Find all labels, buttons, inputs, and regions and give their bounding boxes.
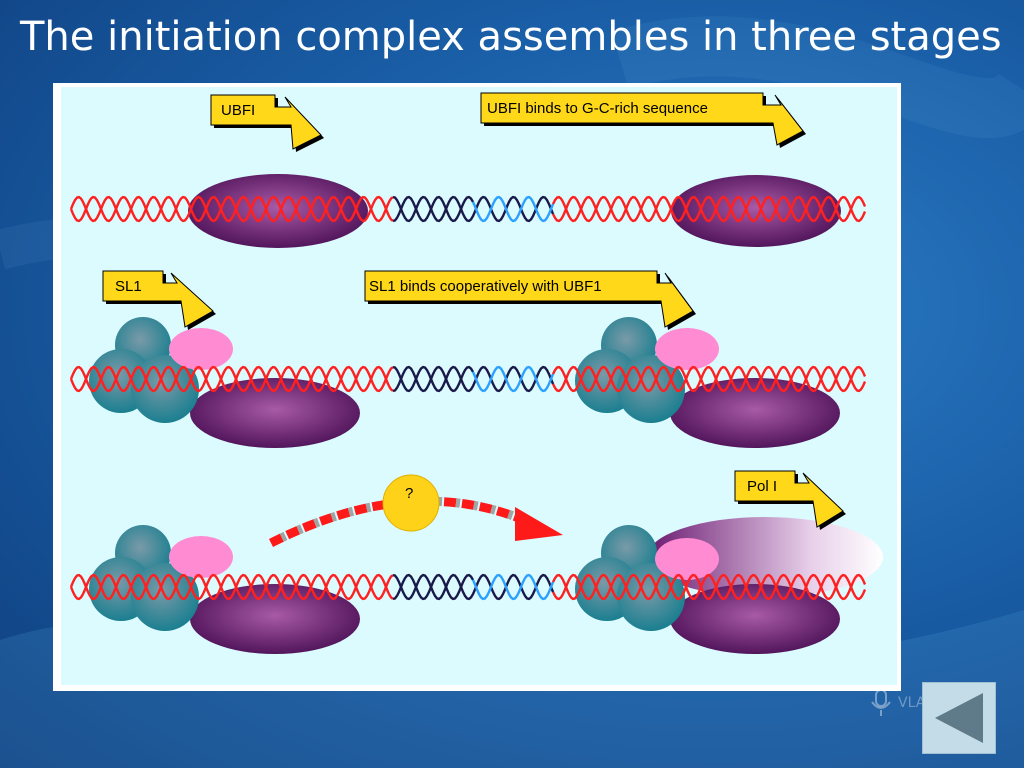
sl1-binds-label: SL1 binds cooperatively with UBF1 bbox=[369, 278, 602, 295]
dna-strand-a bbox=[69, 573, 394, 601]
dna-core-strand-b bbox=[392, 195, 475, 223]
ubf1-tag-label: UBFI bbox=[221, 102, 255, 119]
dna-strand-a bbox=[69, 195, 394, 223]
dna-strand-b bbox=[551, 195, 867, 223]
ubf1-protein-left bbox=[188, 174, 368, 248]
dna-core-strand-a bbox=[392, 365, 555, 393]
recruitment-arrow bbox=[268, 496, 533, 548]
stage-2: SL1 SL1 binds cooperatively with UBF1 bbox=[69, 270, 867, 448]
question-label: ? bbox=[405, 485, 413, 502]
dna-helix-1 bbox=[69, 195, 867, 223]
stage-1: UBFI UBFI binds to G-C-rich sequence bbox=[69, 92, 867, 248]
callout-sl1-binds: SL1 binds cooperatively with UBF1 bbox=[364, 270, 696, 330]
ubf1-protein-s2-right bbox=[670, 378, 840, 448]
dna-strand-a bbox=[69, 365, 394, 393]
callout-sl1: SL1 bbox=[102, 270, 216, 330]
left-triangle-icon bbox=[935, 693, 983, 743]
initiation-diagram: UBFI UBFI binds to G-C-rich sequence bbox=[61, 87, 897, 685]
dna-strand-b bbox=[69, 195, 394, 223]
callout-ubf1: UBFI bbox=[210, 94, 324, 152]
recruitment-arrow-head bbox=[515, 507, 563, 541]
dna-core-strand-blue bbox=[471, 573, 555, 601]
microphone-icon bbox=[871, 689, 891, 716]
slide-title: The initiation complex assembles in thre… bbox=[20, 14, 1002, 60]
stage-3: ? Pol I bbox=[69, 470, 883, 654]
dna-strand-a bbox=[551, 573, 867, 601]
pol1-tag-label: Pol I bbox=[747, 478, 777, 495]
dna-strand-b bbox=[551, 365, 867, 393]
callout-ubf1-binds: UBFI binds to G-C-rich sequence bbox=[480, 92, 806, 148]
dna-core-strand-blue bbox=[471, 195, 555, 223]
question-ball bbox=[382, 474, 440, 532]
back-button[interactable] bbox=[922, 682, 996, 754]
dna-core-strand-a bbox=[392, 573, 555, 601]
sl1-cap-s2-left bbox=[169, 328, 233, 370]
ubf1-binds-label: UBFI binds to G-C-rich sequence bbox=[487, 100, 708, 117]
dna-strand-a bbox=[551, 195, 867, 223]
dna-helix-3 bbox=[69, 573, 867, 601]
dna-core-strand-b bbox=[392, 365, 475, 393]
sl1-cap-s3-left bbox=[169, 536, 233, 578]
ubf1-protein-s3-right bbox=[670, 584, 840, 654]
ubf1-protein-s2-left bbox=[190, 378, 360, 448]
dna-strand-a bbox=[551, 365, 867, 393]
ubf1-protein-s3-left bbox=[190, 584, 360, 654]
dna-strand-b bbox=[551, 573, 867, 601]
dna-strand-b bbox=[69, 365, 394, 393]
callout-pol1: Pol I bbox=[734, 470, 846, 530]
sl1-cap-s3-right bbox=[655, 538, 719, 580]
dna-helix-2 bbox=[69, 365, 867, 393]
sl1-cap-s2-right bbox=[655, 328, 719, 370]
dna-core-strand-blue bbox=[471, 365, 555, 393]
dna-core-strand-a bbox=[392, 195, 555, 223]
ubf1-protein-right bbox=[671, 175, 841, 247]
dna-core-strand-b bbox=[392, 573, 475, 601]
dna-strand-b bbox=[69, 573, 394, 601]
figure-panel: UBFI UBFI binds to G-C-rich sequence bbox=[53, 83, 901, 691]
sl1-tag-label: SL1 bbox=[115, 278, 142, 295]
